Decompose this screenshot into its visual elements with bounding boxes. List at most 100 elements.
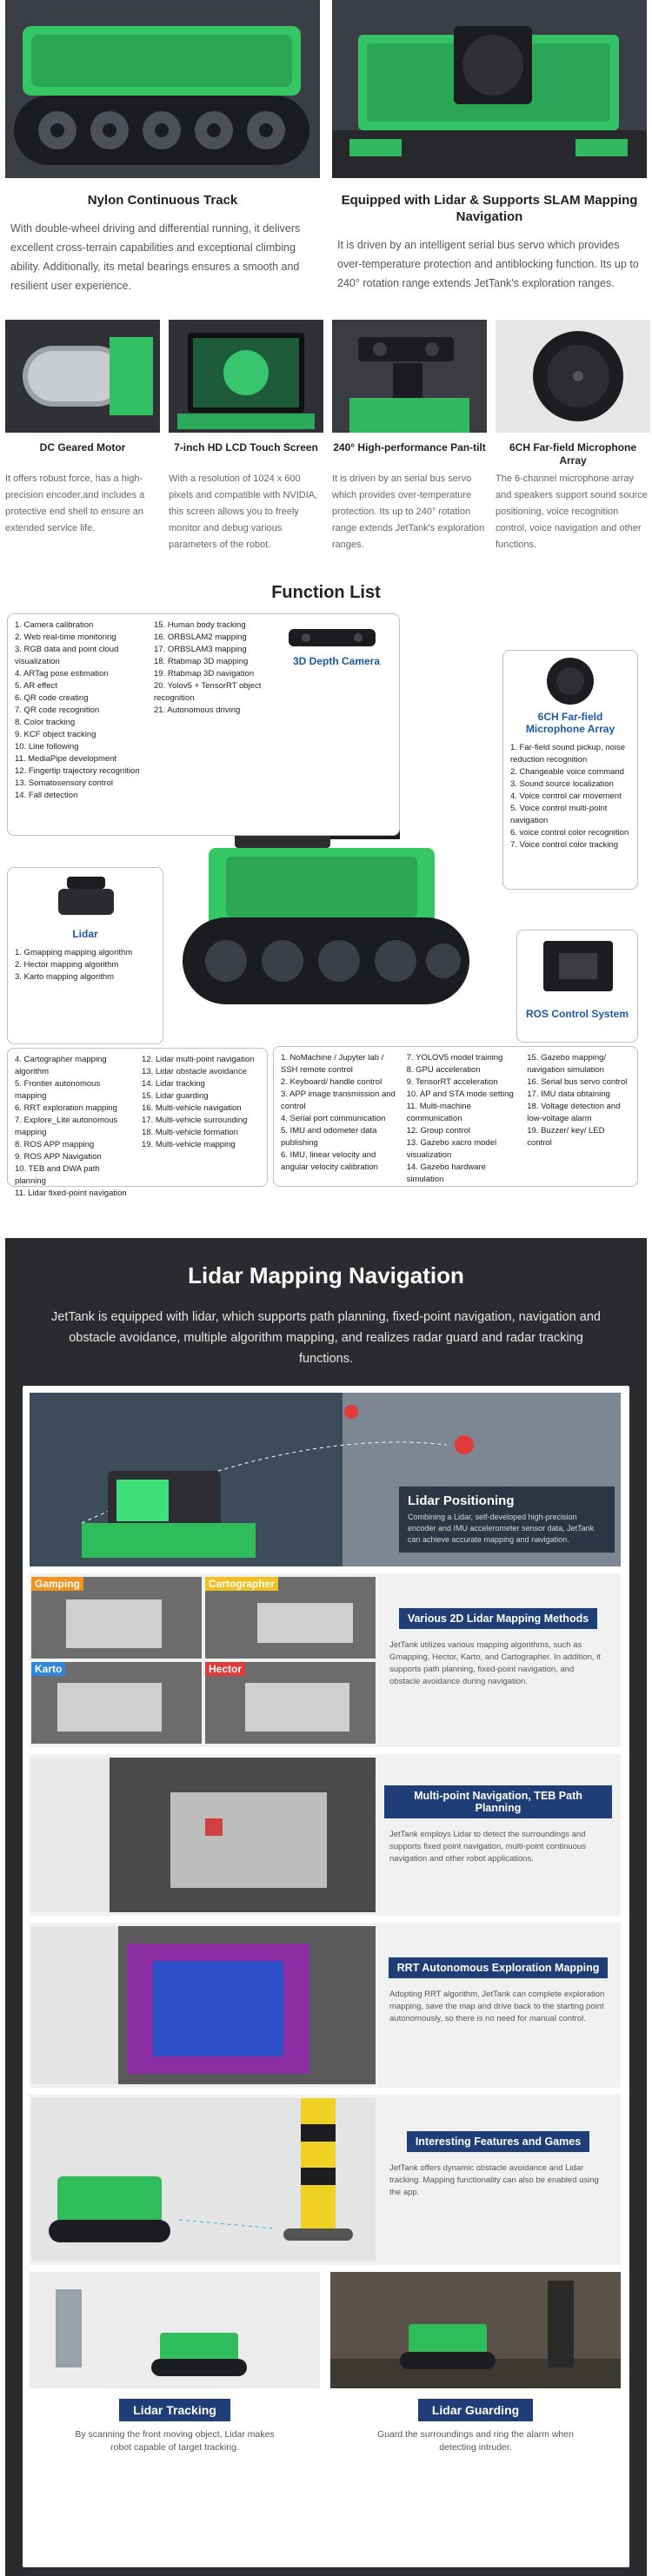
function-item: 17. Multi-vehicle surrounding (142, 1116, 248, 1125)
block-text: Various 2D Lidar Mapping Methods JetTank… (384, 1608, 612, 1688)
guarding-card: Lidar Guarding Guard the surroundings an… (330, 2272, 621, 2454)
lidar-icon (58, 877, 114, 915)
function-item: 2. Changeable voice command (510, 767, 624, 777)
camera-function-list-1: 1. Camera calibration 2. Web real-time m… (15, 619, 145, 802)
block-text: RRT Autonomous Exploration Mapping Adopt… (384, 1957, 612, 2025)
function-item: 11. MediaPipe development (15, 754, 117, 764)
function-item: 19. Rtabmap 3D navigation (154, 669, 255, 679)
tracking-title: Lidar Tracking (119, 2399, 230, 2421)
function-item: 4. Voice control car movement (510, 791, 622, 801)
map-hector: Hector (205, 1662, 376, 1744)
function-item: 21. Autonomous driving (154, 705, 241, 715)
function-item: 5. IMU and odometer data publishing (281, 1126, 377, 1148)
camera-label-group: 3D Depth Camera (284, 619, 389, 802)
block-desc: JetTank employs Lidar to detect the surr… (389, 1830, 587, 1864)
positioning-title: Lidar Positioning (408, 1493, 515, 1508)
function-item: 2. Keyboard/ handle control (281, 1077, 383, 1087)
block-text: Multi-point Navigation, TEB Path Plannin… (384, 1785, 612, 1865)
function-item: 14. Lidar tracking (142, 1079, 205, 1089)
function-item: 7. YOLOV5 model training (406, 1053, 503, 1063)
hero-title: Equipped with Lidar & Supports SLAM Mapp… (341, 193, 638, 224)
feature-title: DC Geared Motor (39, 441, 126, 454)
function-item: 17. ORBSLAM3 mapping (154, 645, 247, 654)
function-item: 9. TensorRT acceleration (406, 1077, 498, 1087)
rrt-screenshot (31, 1926, 376, 2084)
lidar-function-list-2: 12. Lidar multi-point navigation 13. Lid… (142, 1054, 260, 1200)
function-item: 8. ROS APP mapping (15, 1140, 95, 1149)
function-item: 18. Multi-vehicle formation (142, 1128, 238, 1137)
function-item: 11. Lidar fixed-point navigation (15, 1189, 127, 1198)
feature-title: 6CH Far-field Microphone Array (509, 441, 636, 467)
ros-label: ROS Control System (525, 1008, 629, 1020)
function-item: 13. Lidar obstacle avoidance (142, 1067, 247, 1076)
function-item: 8. Color tracking (15, 718, 76, 727)
mic-label: 6CH Far-field Microphone Array (525, 711, 615, 735)
function-item: 7. Explore_Lite autonomous mapping (15, 1116, 118, 1137)
function-item: 15. Gazebo mapping/ navigation simulatio… (527, 1053, 607, 1075)
function-item: 12. Fingertip trajectory recognition (15, 766, 140, 776)
positioning-desc: Combining a Lidar, self-developed high-p… (408, 1513, 595, 1544)
map-cartographer: Cartographer (205, 1577, 376, 1659)
guarding-desc: Guard the surroundings and ring the alar… (377, 2429, 574, 2453)
block-desc: Adopting RRT algorithm, JetTank can comp… (389, 1990, 605, 2023)
function-item: 2. Web real-time monitoring (15, 632, 116, 642)
map-tag: Hector (205, 1662, 246, 1676)
mic-function-box: 6CH Far-field Microphone Array 1. Far-fi… (502, 650, 638, 890)
function-item: 4. ARTag pose estimation (15, 669, 109, 679)
feature-desc: It is driven by an serial bus servo whic… (332, 473, 485, 550)
function-item: 6. RRT exploration mapping (15, 1103, 117, 1113)
hero-desc: It is driven by an intelligent serial bu… (337, 239, 639, 289)
ros-function-list-1: 1. NoMachine / Jupyter lab / SSH remote … (281, 1052, 398, 1186)
lidar-function-list-1b: 4. Cartographer mapping algorithm 5. Fro… (15, 1054, 133, 1200)
lidar-function-list-1: 1. Gmapping mapping algorithm 2. Hector … (15, 947, 156, 983)
feature-desc: With a resolution of 1024 x 600 pixels a… (169, 473, 318, 550)
function-item: 2. Hector mapping algorithm (15, 960, 119, 970)
function-item: 10. AP and STA mode setting (406, 1089, 514, 1099)
lidar-image (332, 0, 647, 178)
function-item: 8. GPU acceleration (406, 1065, 481, 1075)
function-item: 3. APP image transmission and control (281, 1089, 396, 1111)
function-item: 7. QR code recognition (15, 705, 100, 715)
function-item: 16. ORBSLAM2 mapping (154, 632, 247, 642)
function-item: 4. Serial port communication (281, 1114, 386, 1123)
block-text: Interesting Features and Games JetTank o… (384, 2131, 612, 2199)
ros-function-box-lower: 1. NoMachine / Jupyter lab / SSH remote … (273, 1046, 638, 1187)
tracking-photo (30, 2272, 320, 2388)
block-title: Various 2D Lidar Mapping Methods (398, 1608, 598, 1629)
block-title: RRT Autonomous Exploration Mapping (388, 1957, 609, 1978)
function-item: 11. Multi-machine communication (406, 1102, 471, 1123)
ros-function-list-3: 15. Gazebo mapping/ navigation simulatio… (527, 1052, 630, 1186)
hero-desc: With double-wheel driving and differenti… (10, 222, 301, 292)
function-list-heading: Function List (271, 583, 381, 602)
function-item: 20. Yolov5 + TensorRT object recognition (154, 681, 262, 703)
tracking-card: Lidar Tracking By scanning the front mov… (30, 2272, 320, 2454)
function-item: 1. Far-field sound pickup, noise reducti… (510, 743, 626, 765)
guarding-title: Lidar Guarding (417, 2399, 534, 2421)
function-item: 18. Voltage detection and low-voltage al… (527, 1102, 621, 1123)
lidar-navigation-section: Lidar Mapping Navigation JetTank is equi… (5, 1238, 647, 2576)
guarding-photo (330, 2272, 621, 2388)
function-item: 13. Gazebo xacro model visualization (406, 1138, 497, 1160)
track-image (5, 0, 320, 178)
function-item: 4. Cartographer mapping algorithm (15, 1055, 107, 1076)
feature-card-motor: DC Geared Motor It offers robust force, … (5, 320, 160, 553)
function-item: 3. Karto mapping algorithm (15, 972, 115, 982)
ros-function-list-2: 7. YOLOV5 model training 8. GPU accelera… (407, 1052, 519, 1186)
features-block: Interesting Features and Games JetTank o… (30, 2095, 621, 2265)
function-item: 7. Voice control color tracking (510, 840, 619, 850)
motor-image (5, 320, 160, 433)
map-tag: Cartographer (205, 1577, 279, 1591)
mapping-methods-block: Gamping Cartographer Karto Hector Variou… (30, 1573, 621, 1747)
function-item: 6. IMU, linear velocity and angular velo… (281, 1150, 378, 1172)
function-item: 6. voice control color recognition (510, 828, 629, 838)
function-item: 14. Fall detection (15, 791, 78, 800)
map-gmapping: Gamping (31, 1577, 202, 1659)
depth-camera-icon (289, 629, 376, 646)
feature-card-mic: 6CH Far-field Microphone Array The 6-cha… (496, 320, 650, 553)
function-item: 1. Camera calibration (15, 620, 94, 630)
hero-title: Nylon Continuous Track (87, 193, 238, 208)
function-item: 17. IMU data obtaining (527, 1089, 610, 1099)
lidar-function-box-lower: 4. Cartographer mapping algorithm 5. Fro… (7, 1048, 268, 1198)
lidar-label: Lidar (72, 928, 98, 940)
function-item: 6. QR code creating (15, 693, 89, 703)
